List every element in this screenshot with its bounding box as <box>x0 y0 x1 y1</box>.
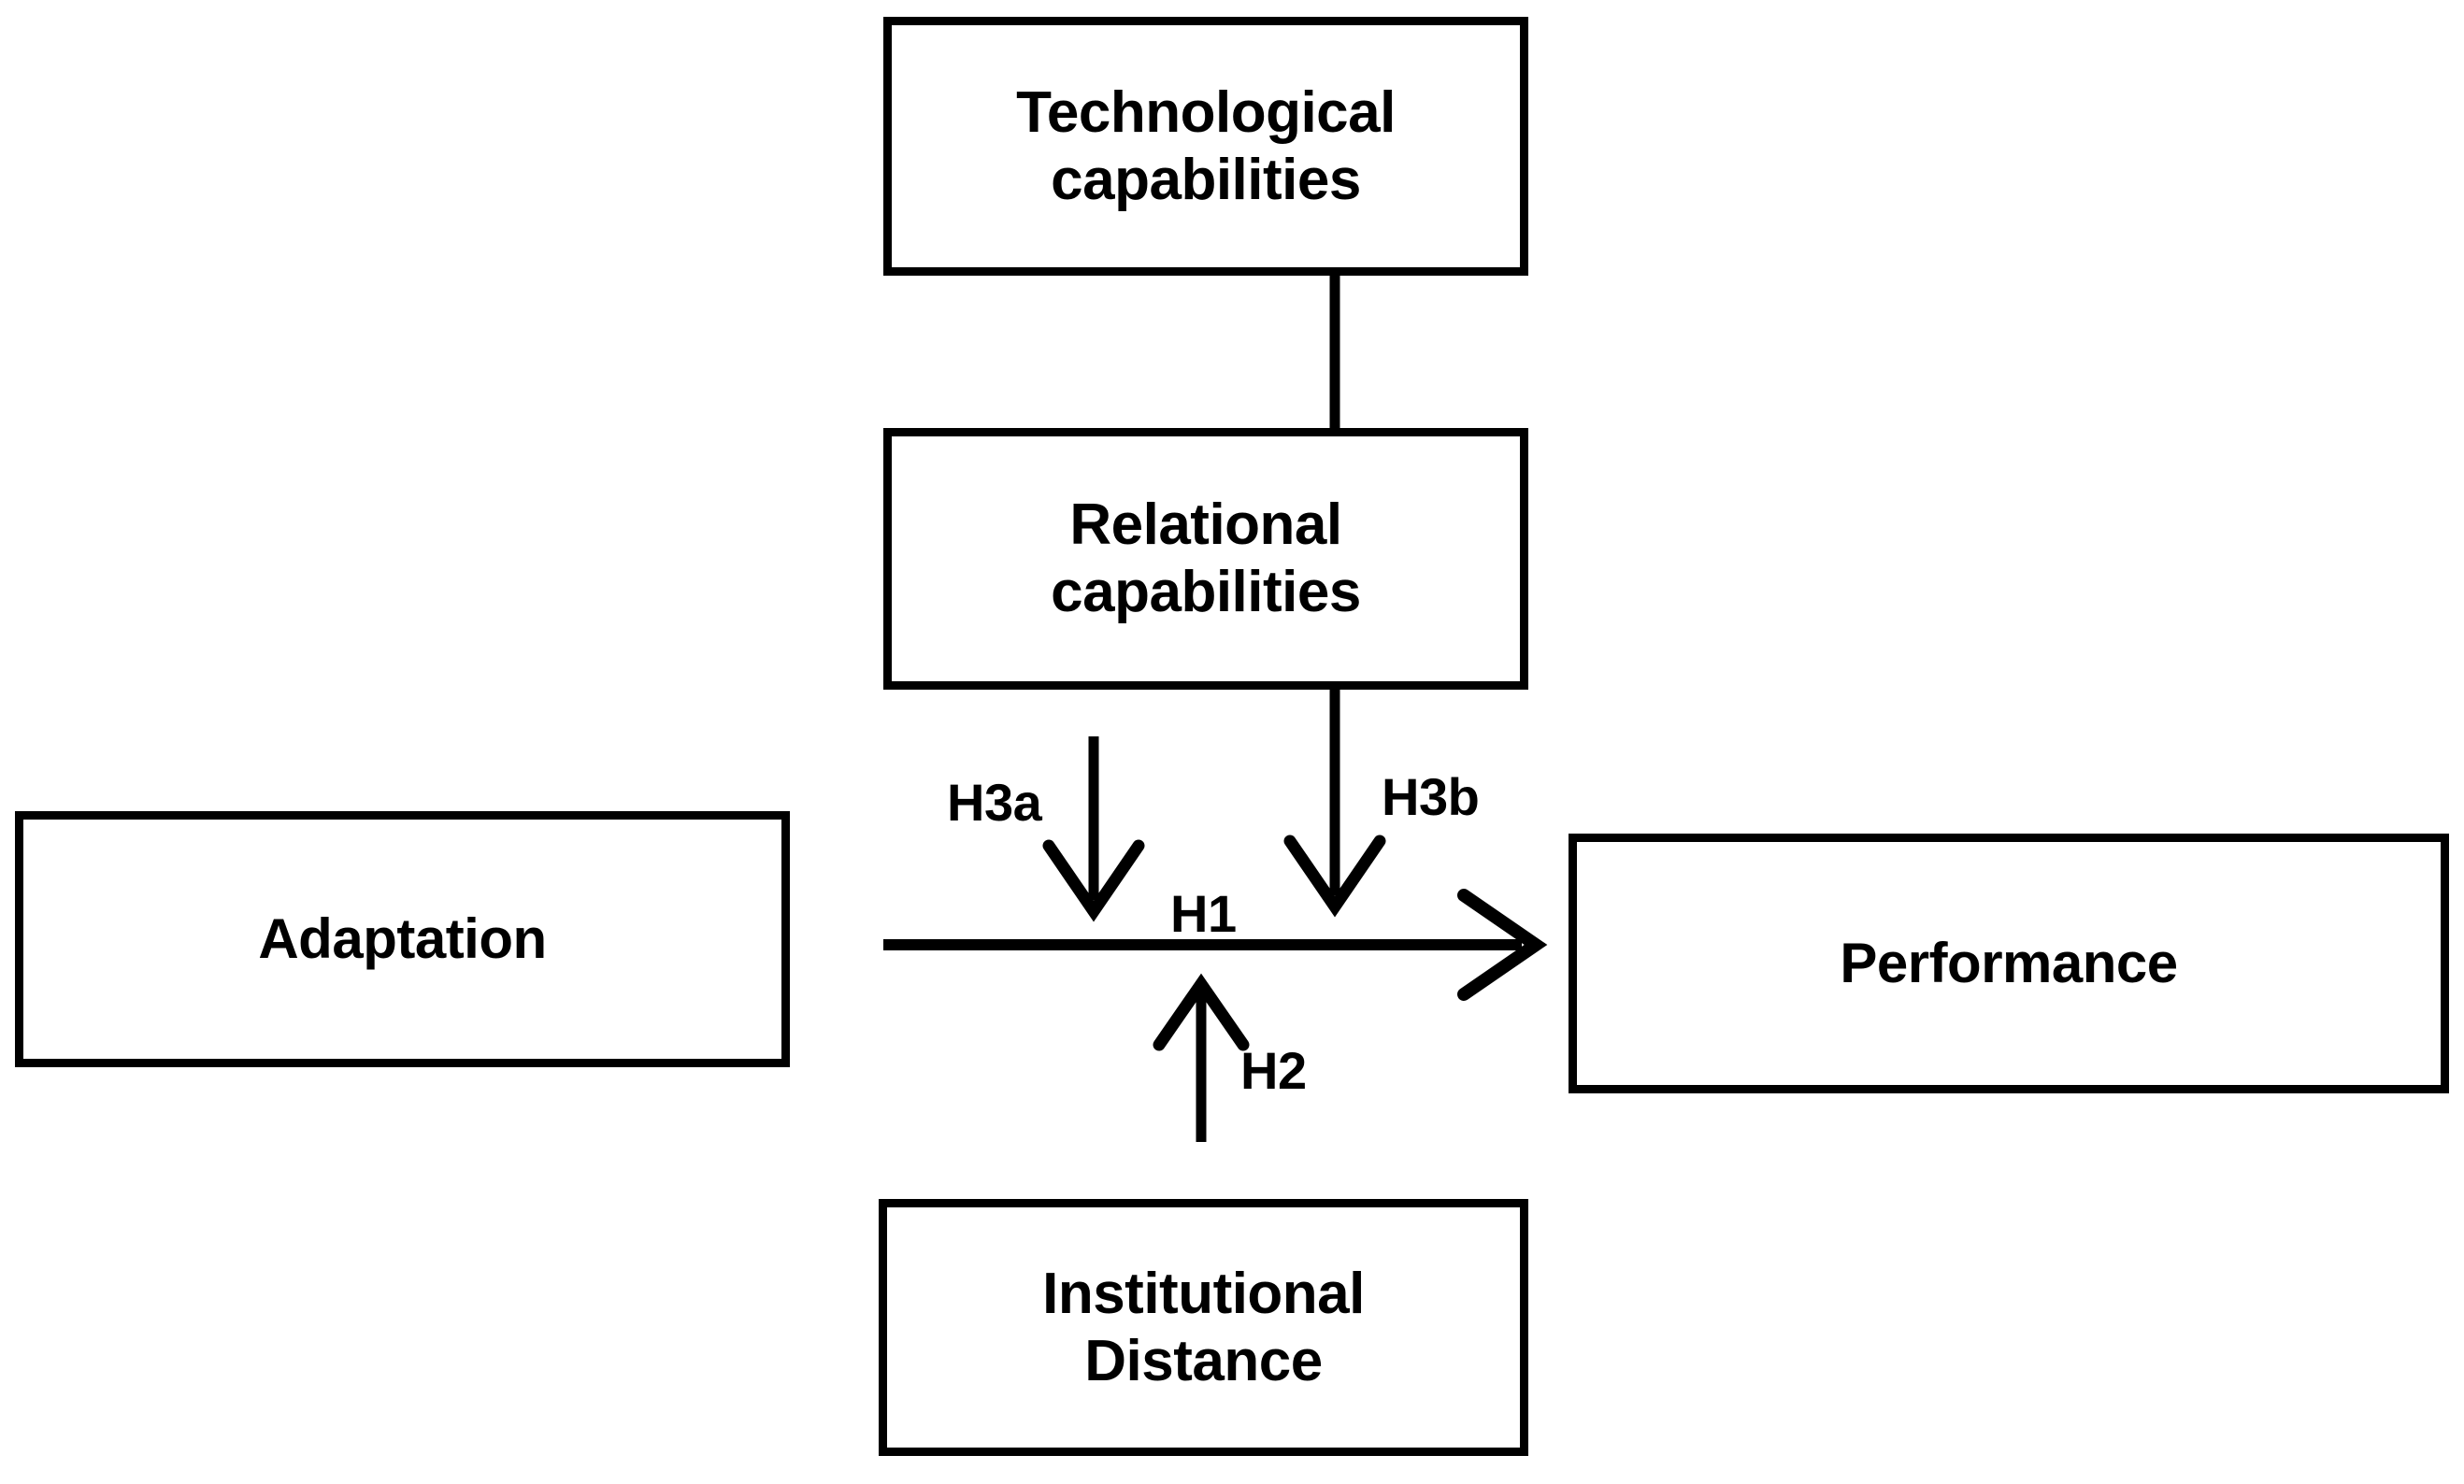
node-institutional-distance[interactable]: Institutional Distance <box>879 1199 1528 1456</box>
node-performance[interactable]: Performance <box>1569 834 2449 1093</box>
arrow-h3a <box>1042 736 1145 922</box>
arrow-h3b <box>1283 687 1386 918</box>
edge-label-h3b: H3b <box>1382 767 1480 826</box>
edge-label-h1: H1 <box>1170 884 1237 943</box>
node-relational-capabilities[interactable]: Relational capabilities <box>883 428 1528 690</box>
node-label-adaptation: Adaptation <box>258 907 547 971</box>
arrow-h2 <box>1153 973 1250 1142</box>
edge-label-h3a: H3a <box>947 773 1042 832</box>
edge-label-h2: H2 <box>1240 1041 1307 1100</box>
node-adaptation[interactable]: Adaptation <box>15 811 790 1067</box>
node-label-institutional-distance: Institutional Distance <box>1042 1261 1365 1393</box>
node-label-relational-capabilities: Relational capabilities <box>1051 492 1361 624</box>
node-label-performance: Performance <box>1840 932 2178 995</box>
node-technological-capabilities[interactable]: Technological capabilities <box>883 17 1528 276</box>
node-label-technological-capabilities: Technological capabilities <box>1016 79 1396 212</box>
